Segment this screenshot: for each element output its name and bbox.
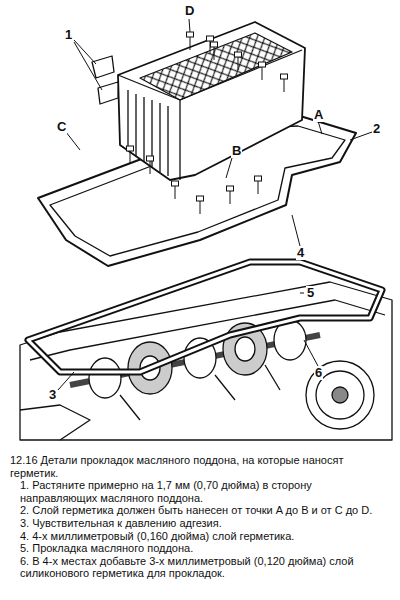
callout-label: C [56, 120, 67, 134]
engine-block [20, 282, 392, 440]
callout-label: A [313, 108, 324, 122]
callout-label: 2 [372, 122, 381, 136]
callout-label: 1 [64, 28, 73, 42]
caption-note: 2. Слой герметика должен быть нанесен от… [10, 504, 392, 517]
oil-pan-illustration [0, 0, 400, 450]
callout-label: 5 [306, 286, 315, 300]
caption-note: 5. Прокладка масляного поддона. [10, 542, 392, 555]
callout-label: B [231, 144, 242, 158]
pan-tab [92, 56, 114, 78]
pan-top-grid [140, 33, 292, 100]
pan-ribs [128, 90, 168, 176]
pan-tab [98, 82, 118, 104]
bolt [211, 42, 218, 60]
bolt [187, 32, 194, 50]
leader-line [58, 19, 372, 390]
callout-label: 3 [48, 388, 57, 402]
caption-note: 6. В 4-х местах добавьте 3-х миллиметров… [10, 555, 392, 580]
bolt [147, 156, 154, 174]
caption-note: 3. Чувствительная к давлению адгезия. [10, 517, 392, 530]
callout-label: 6 [314, 366, 323, 380]
crank-pulley [306, 361, 374, 429]
caption-note: 4. 4-х миллиметровый (0,160 дюйма) слой … [10, 530, 392, 543]
callout-label: 4 [296, 246, 305, 260]
bolt [172, 181, 179, 199]
caption-note: 1. Растяните примерно на 1,7 мм (0,70 дю… [10, 479, 392, 504]
oil-pan-sump [118, 22, 305, 180]
bolt [235, 52, 242, 70]
bolt [255, 176, 262, 194]
bolt [281, 74, 288, 92]
oil-pan-gasket [28, 262, 382, 372]
bolt [227, 186, 234, 204]
callout-label: D [184, 4, 195, 18]
figure-caption: 12.16 Детали прокладок масляного поддона… [10, 454, 392, 479]
block-lower-edge [20, 405, 90, 440]
bolt [127, 146, 134, 164]
bolt [207, 36, 214, 54]
bolt [197, 196, 204, 214]
bolt [259, 62, 266, 80]
